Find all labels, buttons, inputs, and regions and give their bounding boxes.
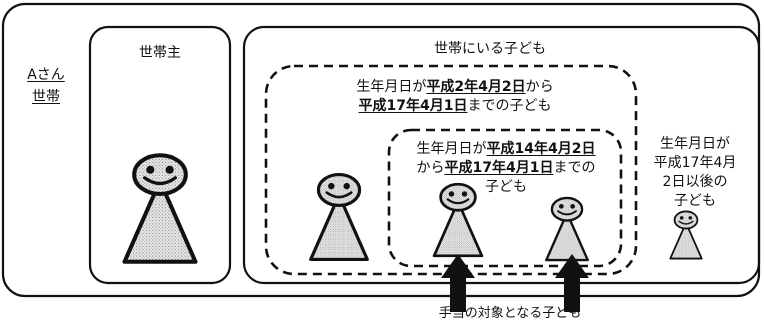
arrow-up-icon-1	[441, 254, 475, 312]
after-group-line1: 生年月日が	[660, 136, 730, 152]
group-inner-box	[387, 128, 623, 268]
arrow-up-icon-2	[555, 254, 589, 312]
group-outer-label: 生年月日が平成2年4月2日から 平成17年4月1日までの子ども	[300, 78, 610, 116]
after-group-line3: 2日以後の	[662, 174, 728, 190]
group-inner-line1-date: 平成14年4月2日	[486, 141, 596, 157]
group-outer-line2-suffix: までの子ども	[467, 98, 552, 114]
person-after-group	[668, 210, 704, 260]
allowance-target-label: 手当の対象となる子ども	[438, 306, 582, 321]
group-inner-line2-prefix: から	[416, 160, 445, 176]
person-outer-group	[308, 172, 370, 262]
children-in-household-box	[242, 25, 761, 285]
group-outer-line1-prefix: 生年月日が	[356, 79, 427, 95]
person-head-of-household	[124, 155, 195, 262]
group-outer-line2-date: 平成17年4月1日	[358, 98, 468, 114]
group-inner-line2-suffix: までの	[553, 160, 596, 176]
after-group-label: 生年月日が 平成17年4月 2日以後の 子ども	[640, 135, 750, 211]
group-inner-line2-date: 平成17年4月1日	[444, 160, 554, 176]
after-group-line2: 平成17年4月	[653, 155, 737, 171]
head-of-household-label: 世帯主	[139, 45, 181, 61]
children-in-household-label: 世帯にいる子ども	[434, 41, 546, 57]
group-outer-line1-date: 平成2年4月2日	[426, 79, 526, 95]
group-outer-line1-suffix: から	[525, 79, 554, 95]
household-label-line1: Aさん	[27, 67, 65, 83]
group-inner-line1-prefix: 生年月日が	[416, 141, 487, 157]
household-label: Aさん 世帯	[20, 64, 72, 108]
household-label-line2: 世帯	[32, 89, 60, 105]
after-group-line4: 子ども	[674, 193, 716, 209]
person-inner-group-2	[544, 196, 590, 262]
head-of-household-box	[88, 25, 232, 285]
group-inner-line3: 子ども	[485, 179, 527, 195]
group-inner-label: 生年月日が平成14年4月2日 から平成17年4月1日までの 子ども	[395, 140, 617, 197]
